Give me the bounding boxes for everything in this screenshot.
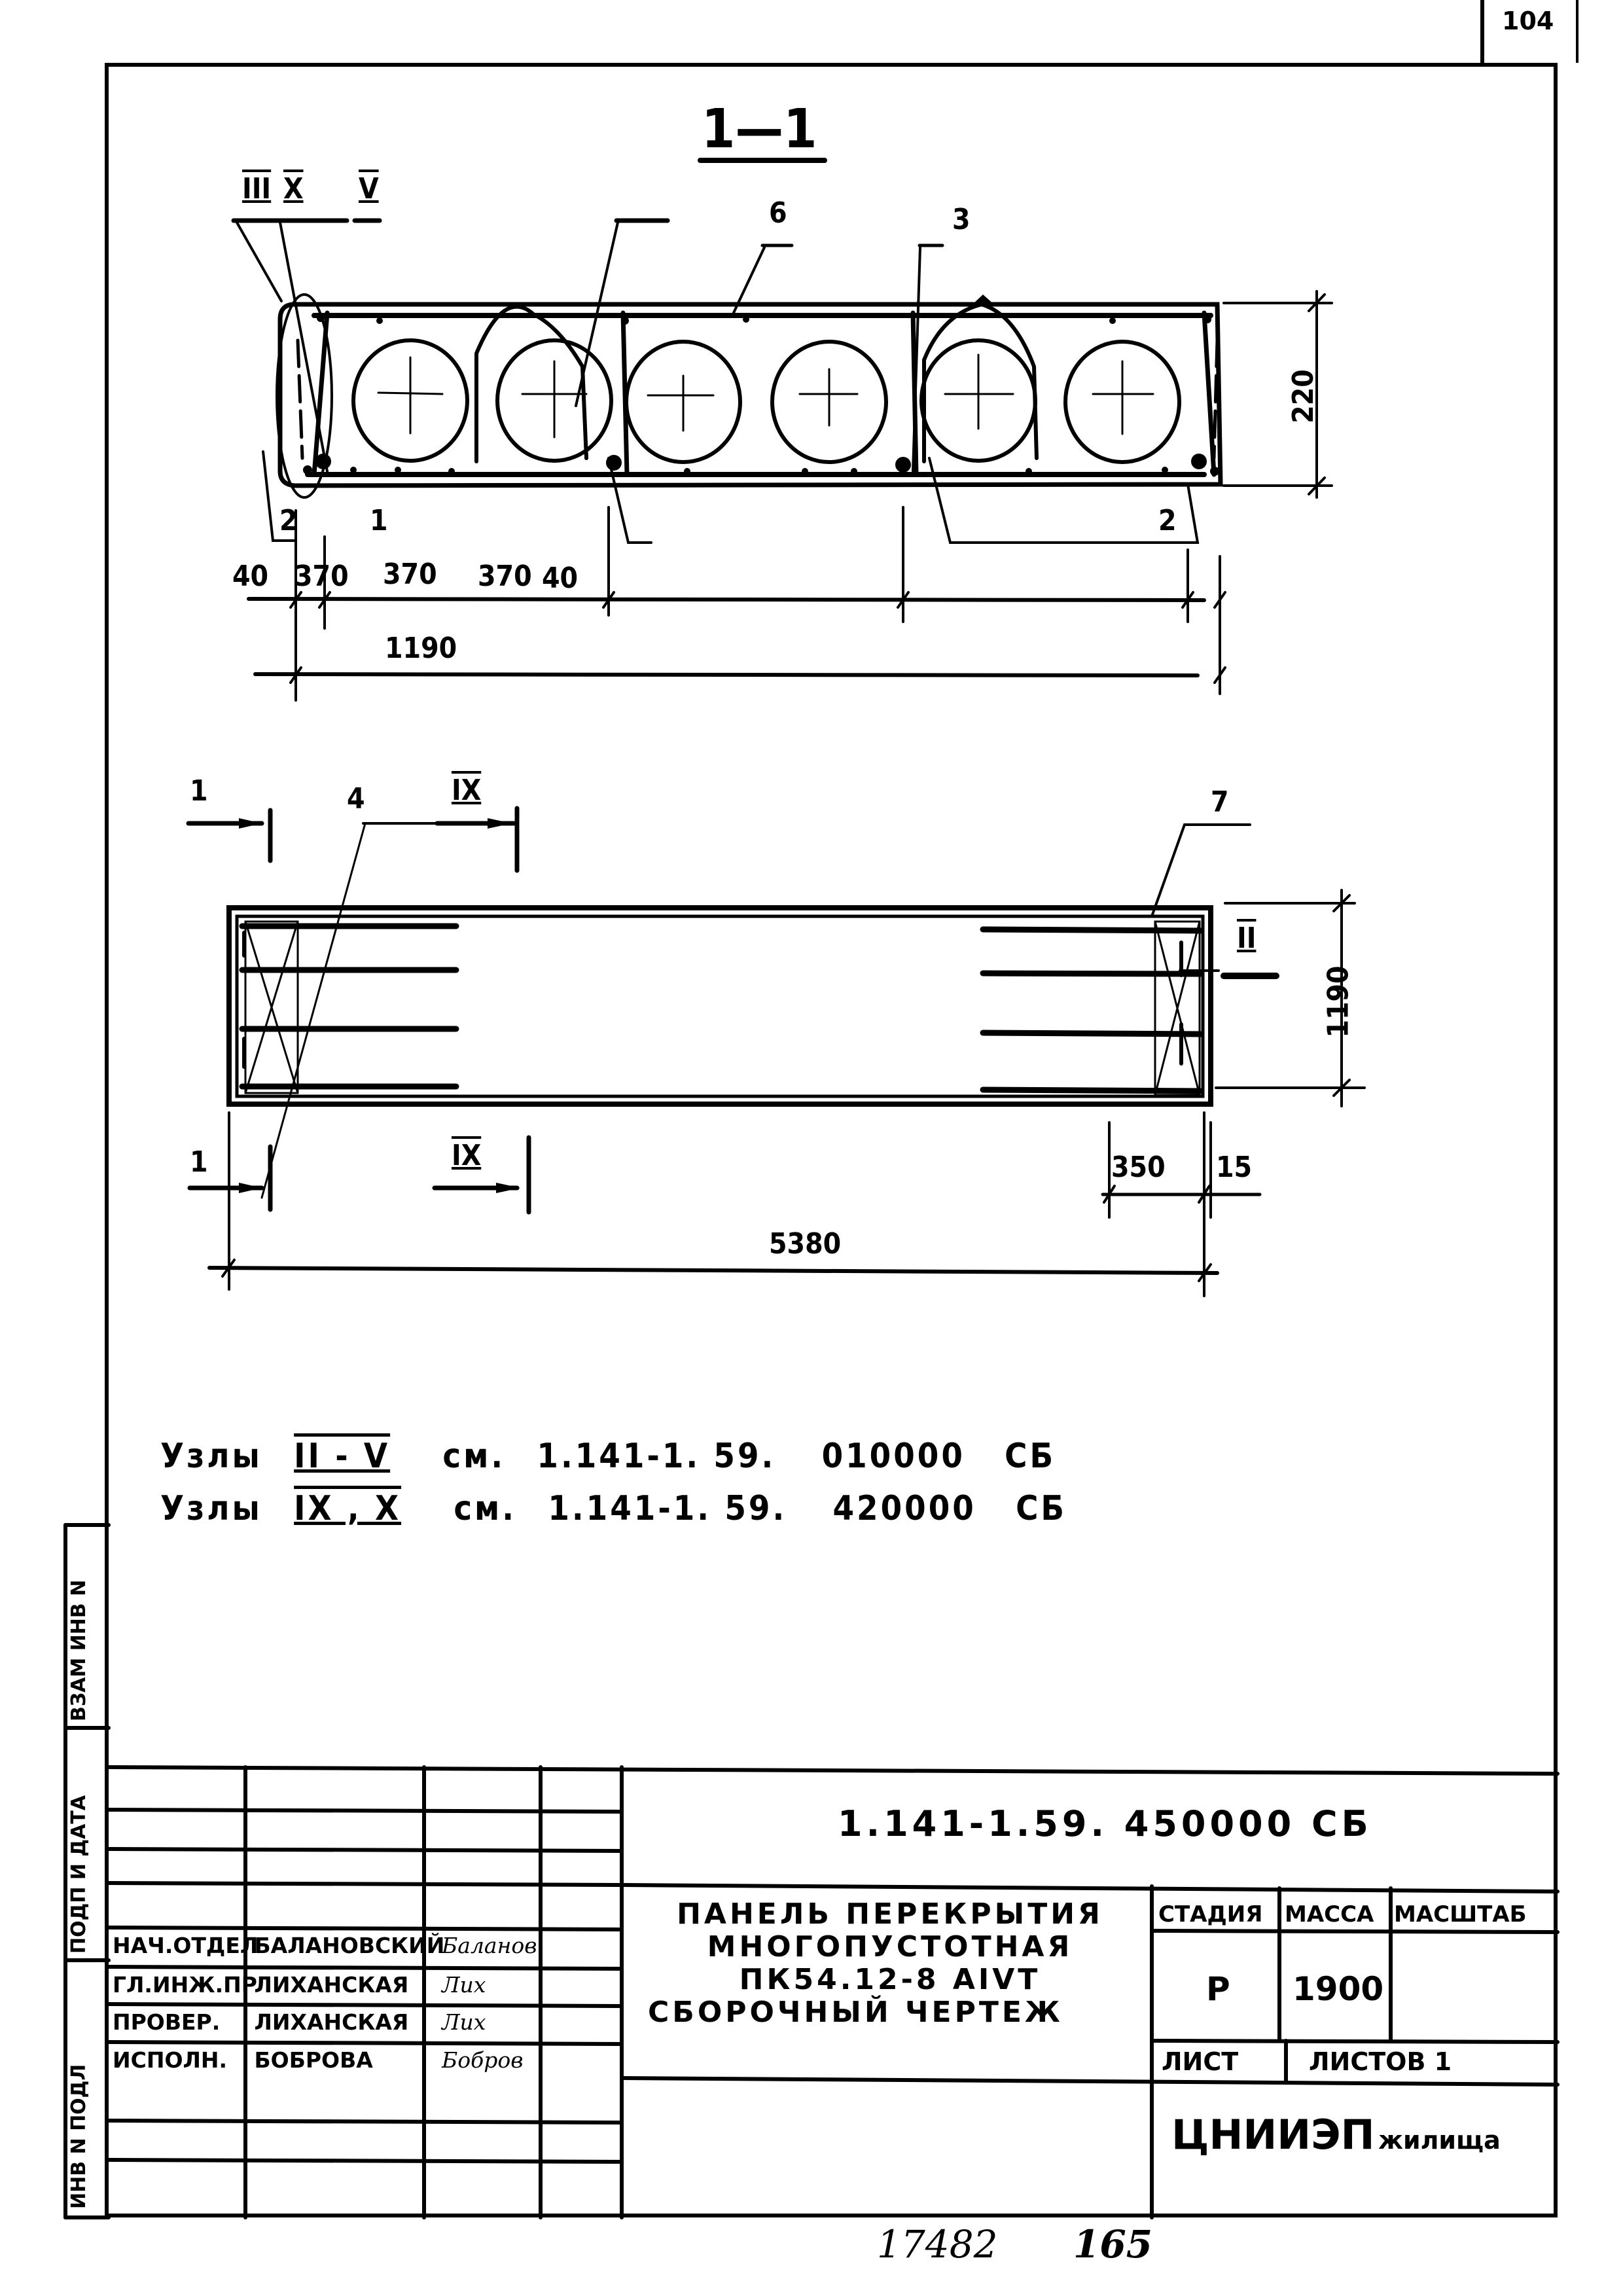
signature-name: БАЛАНОВСКИЙ	[254, 1933, 445, 1958]
organization-sub: жилища	[1378, 2126, 1501, 2155]
sheet-label: ЛИСТ	[1162, 2047, 1239, 2076]
title-line: ПК54.12-8 AIVТ	[739, 1963, 1041, 1996]
signature-sign: Бобров	[442, 2047, 524, 2073]
note-nodes: II - V	[294, 1437, 391, 1476]
note-row: Узлы IX , X см. 1.141-1. 59. 420000 СБ	[160, 1489, 1067, 1528]
callout-node-ii: II	[1237, 922, 1257, 955]
margin-label-sign-date: ПОДП И ДАТА	[67, 1795, 90, 1954]
archive-page: 165	[1073, 2222, 1153, 2267]
signature-role: ПРОВЕР.	[113, 2009, 221, 2035]
signature-sign: Лих	[442, 1972, 486, 1998]
callout-node-x: X	[283, 172, 304, 206]
callout-position-3: 3	[952, 203, 971, 236]
note-suffix: СБ	[1005, 1437, 1056, 1476]
drawing-title: ПАНЕЛЬ ПЕРЕКРЫТИЯ МНОГОПУСТОТНАЯ ПК54.12…	[648, 1898, 1132, 2029]
header-scale: МАСШТАБ	[1394, 1901, 1527, 1928]
page-number-box	[1480, 0, 1578, 63]
callout-node-ix-bottom: IX	[452, 1139, 482, 1172]
note-suffix: СБ	[1016, 1489, 1067, 1528]
note-ref: 1.141-1. 59.	[537, 1437, 776, 1476]
archive-number: 17482	[877, 2222, 998, 2267]
signature-row: ИСПОЛН. БОБРОВА Бобров	[113, 2047, 523, 2073]
section-marker-1-top: 1	[190, 774, 208, 808]
dim-span-1: 370	[294, 560, 349, 593]
value-mass: 1900	[1293, 1970, 1384, 2008]
header-stage: СТАДИЯ	[1158, 1901, 1263, 1928]
page-number: 104	[1502, 7, 1554, 35]
void-circles	[351, 338, 1181, 464]
sheets-count-label: ЛИСТОВ 1	[1309, 2047, 1452, 2076]
dim-edge-right: 40	[542, 562, 579, 595]
title-line: СБОРОЧНЫЙ ЧЕРТЕЖ	[648, 1996, 1063, 2029]
title-line: ПАНЕЛЬ ПЕРЕКРЫТИЯ	[677, 1897, 1103, 1931]
note-label: Узлы	[160, 1489, 262, 1528]
callout-position-4: 4	[347, 782, 365, 816]
header-mass: МАССА	[1285, 1901, 1374, 1928]
note-ref-prefix: см.	[442, 1437, 506, 1476]
signature-role: ИСПОЛН.	[113, 2047, 228, 2073]
note-ref-prefix: см.	[454, 1489, 517, 1528]
signature-role: НАЧ.ОТДЕЛ	[113, 1933, 259, 1958]
dim-span-2: 370	[383, 558, 437, 591]
signature-row: ГЛ.ИНЖ.ПР ЛИХАНСКАЯ Лих	[113, 1972, 486, 1998]
dim-plan-width: 1190	[1321, 965, 1355, 1038]
dim-end-offset: 15	[1216, 1151, 1253, 1184]
signature-role: ГЛ.ИНЖ.ПР	[113, 1972, 257, 1998]
signature-name: ЛИХАНСКАЯ	[254, 2009, 409, 2035]
value-stage: Р	[1206, 1970, 1230, 2008]
dim-section-height: 220	[1286, 369, 1320, 423]
note-nodes: IX , X	[294, 1489, 402, 1528]
note-label: Узлы	[160, 1437, 262, 1476]
callout-position-2-left: 2	[279, 504, 298, 537]
dim-end-zone: 350	[1111, 1151, 1166, 1184]
dim-overall-width: 1190	[385, 632, 457, 665]
signature-sign: Лих	[442, 2009, 486, 2035]
dim-span-3: 370	[478, 560, 532, 593]
signature-row: ПРОВЕР. ЛИХАНСКАЯ Лих	[113, 2009, 486, 2035]
margin-label-replaced-inv: ВЗАМ ИНВ N	[67, 1579, 90, 1721]
dim-plan-length: 5380	[769, 1227, 842, 1261]
note-code: 420000	[832, 1489, 976, 1528]
callout-position-1: 1	[370, 504, 388, 537]
organization-name: ЦНИИЭП жилища	[1171, 2111, 1501, 2159]
note-ref: 1.141-1. 59.	[548, 1489, 787, 1528]
callout-position-6: 6	[769, 196, 787, 230]
margin-label-original-inv: ИНВ N ПОДЛ	[67, 2064, 90, 2209]
signature-sign: Баланов	[442, 1933, 537, 1958]
callout-node-v: V	[359, 172, 379, 206]
sheet-frame	[105, 63, 1558, 2217]
organization-main: ЦНИИЭП	[1171, 2111, 1375, 2159]
signature-row: НАЧ.ОТДЕЛ БАЛАНОВСКИЙ Баланов	[113, 1933, 537, 1958]
signature-name: ЛИХАНСКАЯ	[254, 1972, 409, 1998]
callout-position-7: 7	[1211, 785, 1229, 819]
note-code: 010000	[821, 1437, 965, 1476]
section-title: 1—1	[702, 98, 817, 160]
section-marker-1-bottom: 1	[190, 1145, 208, 1179]
signature-name: БОБРОВА	[254, 2047, 373, 2073]
title-line: МНОГОПУСТОТНАЯ	[707, 1930, 1073, 1964]
dim-edge-left: 40	[232, 560, 269, 593]
document-code: 1.141-1.59. 450000 СБ	[838, 1803, 1372, 1844]
callout-node-ix-top: IX	[452, 774, 482, 807]
callout-position-2-right: 2	[1158, 504, 1177, 537]
note-row: Узлы II - V см. 1.141-1. 59. 010000 СБ	[160, 1437, 1056, 1476]
callout-node-iii: III	[242, 172, 272, 206]
